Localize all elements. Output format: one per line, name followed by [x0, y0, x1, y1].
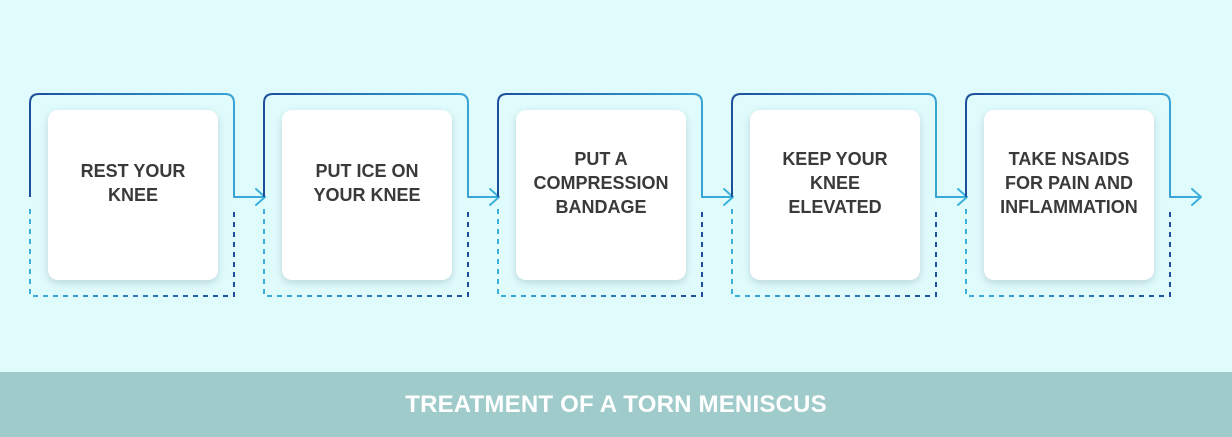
connector-frame-bottom-4 — [731, 209, 937, 297]
connector-frame-bottom-2 — [263, 209, 469, 297]
connector-frame-top-2 — [263, 93, 498, 198]
step-label-1: REST YOUR KNEE — [80, 161, 186, 205]
step-card-1: REST YOUR KNEE — [48, 110, 218, 280]
footer-title: TREATMENT OF A TORN MENISCUS — [405, 390, 827, 418]
step-label-2: PUT ICE ON YOUR KNEE — [313, 161, 421, 205]
step-card-3: PUT A COMPRESSION BANDAGE — [516, 110, 686, 280]
step-card-4: KEEP YOUR KNEE ELEVATED — [750, 110, 920, 280]
step-label-5: TAKE NSAIDS FOR PAIN AND INFLAMMATION — [1000, 149, 1138, 217]
connector-frame-bottom-3 — [497, 209, 703, 297]
connector-frame-top-1 — [29, 93, 264, 198]
connector-lines — [29, 93, 1202, 297]
step-card-5: TAKE NSAIDS FOR PAIN AND INFLAMMATION — [984, 110, 1154, 280]
connector-frame-bottom-5 — [965, 209, 1171, 297]
connector-frame-top-3 — [497, 93, 732, 198]
arrow-right-icon — [1191, 188, 1202, 206]
connector-frame-bottom-1 — [29, 209, 235, 297]
step-label-3: PUT A COMPRESSION BANDAGE — [533, 149, 669, 217]
step-label-4: KEEP YOUR KNEE ELEVATED — [782, 149, 888, 217]
step-card-2: PUT ICE ON YOUR KNEE — [282, 110, 452, 280]
footer-banner: TREATMENT OF A TORN MENISCUS — [0, 372, 1232, 437]
connector-frame-top-4 — [731, 93, 966, 198]
process-diagram: REST YOUR KNEE PUT ICE ON YOUR KNEE PUT … — [29, 93, 1202, 297]
connector-frame-top-5 — [965, 93, 1200, 198]
